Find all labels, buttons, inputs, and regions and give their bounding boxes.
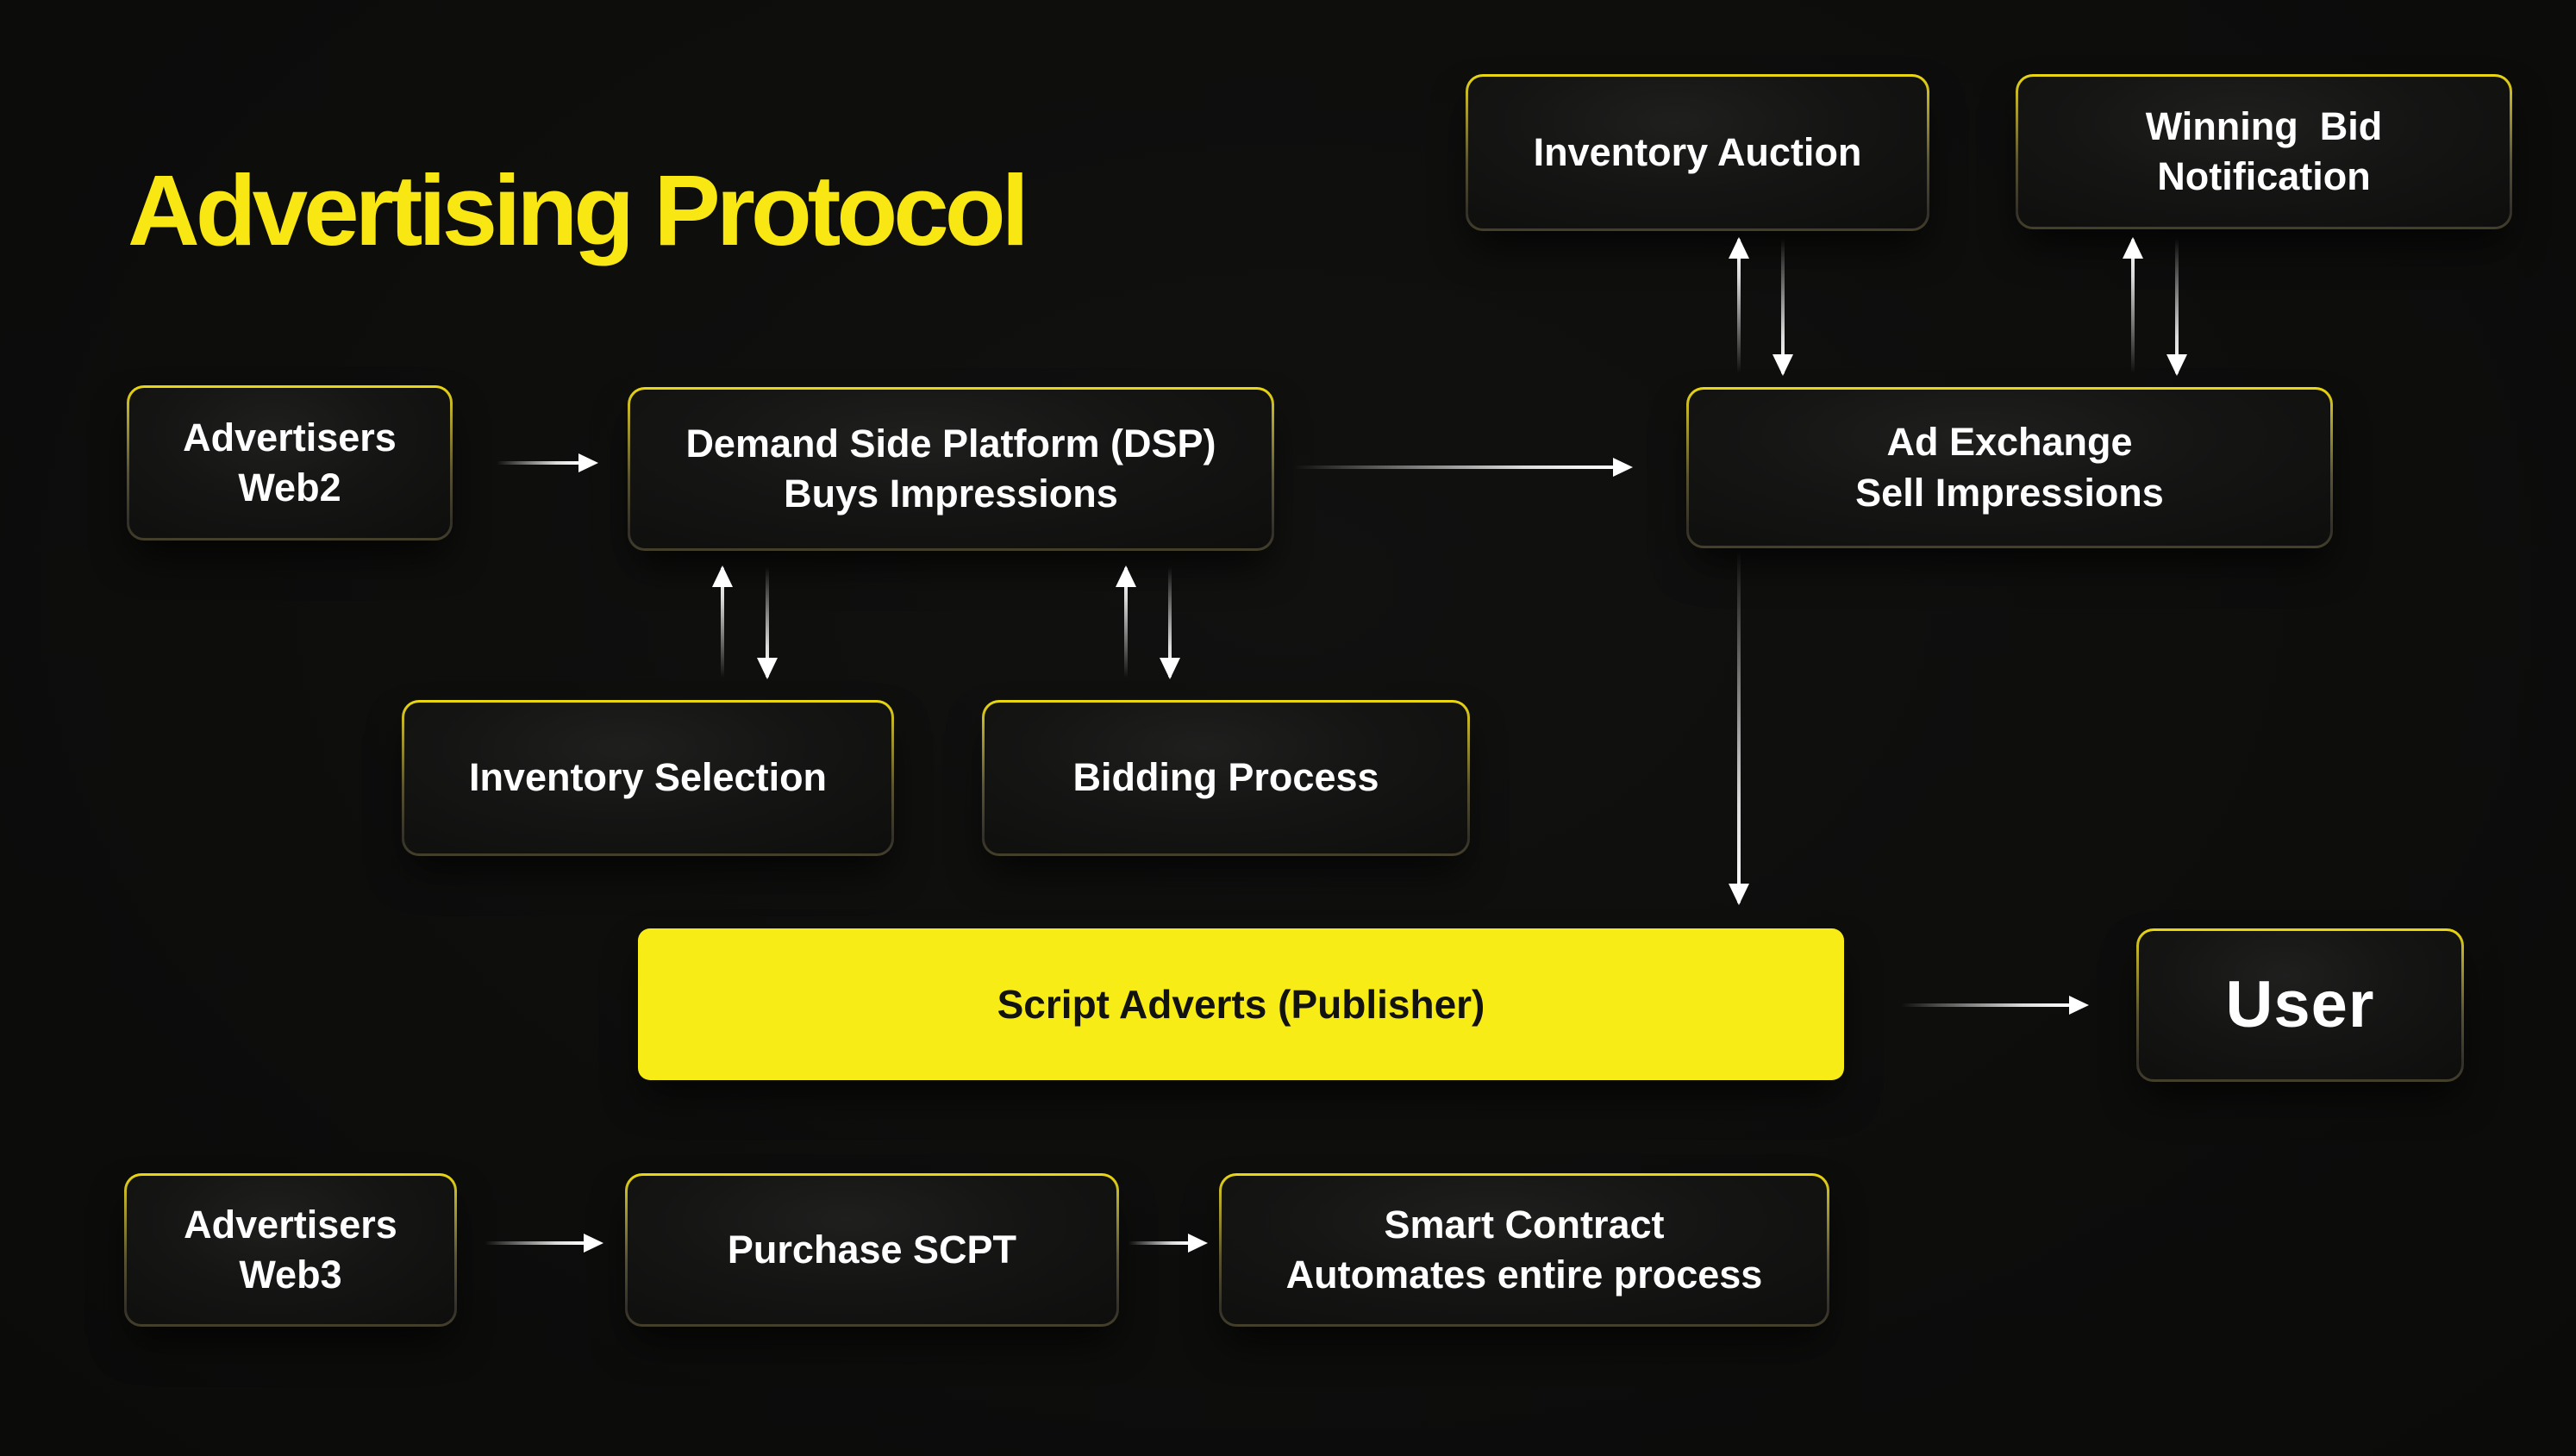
node-winning-bid-notification-surface: Winning Bid Notification — [2018, 77, 2510, 227]
node-smart-contract: Smart Contract Automates entire process — [1219, 1173, 1829, 1327]
arrow-dsp-to-ad-exchange — [1293, 458, 1633, 477]
node-inventory-selection: Inventory Selection — [402, 700, 894, 856]
node-dsp-label: Demand Side Platform (DSP) Buys Impressi… — [685, 421, 1216, 516]
node-advertisers-web2-surface: Advertisers Web2 — [129, 388, 450, 538]
arrowhead-right-icon — [578, 453, 598, 472]
arrow-dsp-down-to-bidding-process — [1160, 567, 1180, 679]
node-purchase-scpt: Purchase SCPT — [625, 1173, 1119, 1327]
arrowhead-up-icon — [2123, 237, 2143, 259]
arrow-inventory-selection-up-to-dsp — [712, 566, 733, 678]
arrowhead-down-icon — [757, 658, 778, 679]
arrowhead-up-icon — [1116, 566, 1136, 587]
node-advertisers-web3-surface: Advertisers Web3 — [127, 1176, 454, 1324]
arrow-bidding-process-up-to-dsp — [1116, 566, 1136, 678]
page-title: Advertising Protocol — [128, 154, 1029, 266]
arrowhead-right-icon — [1613, 458, 1633, 477]
node-inventory-selection-surface: Inventory Selection — [404, 703, 891, 853]
arrow-winning-bid-down-to-ad-exchange — [2166, 239, 2187, 376]
node-advertisers-web3-label: Advertisers Web3 — [184, 1202, 397, 1297]
node-inventory-selection-label: Inventory Selection — [468, 755, 828, 800]
arrow-purchase-scpt-to-smart-contract — [1129, 1234, 1208, 1253]
node-script-adverts-publisher-label: Script Adverts (Publisher) — [997, 982, 1485, 1027]
arrow-ad-exchange-up-to-winning-bid — [2123, 237, 2143, 373]
node-inventory-auction-label: Inventory Auction — [1533, 129, 1862, 174]
node-user-surface: User — [2139, 931, 2461, 1079]
arrowhead-right-icon — [584, 1234, 603, 1253]
node-advertisers-web3: Advertisers Web3 — [124, 1173, 457, 1327]
node-inventory-auction: Inventory Auction — [1466, 74, 1929, 231]
arrowhead-down-icon — [1773, 354, 1793, 376]
node-script-adverts-publisher: Script Adverts (Publisher) — [638, 928, 1844, 1080]
node-inventory-auction-surface: Inventory Auction — [1468, 77, 1927, 228]
node-bidding-process: Bidding Process — [982, 700, 1470, 856]
node-user: User — [2136, 928, 2464, 1082]
node-purchase-scpt-surface: Purchase SCPT — [628, 1176, 1116, 1324]
arrow-web3-to-purchase-scpt — [485, 1234, 603, 1253]
arrowhead-down-icon — [1160, 658, 1180, 679]
node-advertisers-web2-label: Advertisers Web2 — [183, 415, 397, 510]
node-user-label: User — [2225, 967, 2375, 1041]
node-bidding-process-surface: Bidding Process — [985, 703, 1467, 853]
node-purchase-scpt-label: Purchase SCPT — [727, 1227, 1017, 1272]
arrow-ad-exchange-down-to-script-adverts — [1729, 552, 1749, 905]
node-winning-bid-notification-label: Winning Bid Notification — [2145, 103, 2383, 199]
node-advertisers-web2: Advertisers Web2 — [127, 385, 453, 541]
node-ad-exchange-label: Ad Exchange Sell Impressions — [1855, 420, 2164, 515]
node-smart-contract-surface: Smart Contract Automates entire process — [1222, 1176, 1827, 1324]
arrow-dsp-down-to-inventory-selection — [757, 567, 778, 679]
node-dsp-surface: Demand Side Platform (DSP) Buys Impressi… — [630, 390, 1272, 548]
node-ad-exchange-surface: Ad Exchange Sell Impressions — [1689, 390, 2330, 546]
arrow-web2-to-dsp — [497, 453, 598, 472]
node-ad-exchange: Ad Exchange Sell Impressions — [1686, 387, 2333, 548]
arrowhead-right-icon — [1188, 1234, 1208, 1253]
arrowhead-up-icon — [712, 566, 733, 587]
arrowhead-up-icon — [1729, 237, 1749, 259]
arrowhead-right-icon — [2069, 996, 2089, 1015]
arrow-script-adverts-to-user — [1901, 996, 2089, 1015]
node-bidding-process-label: Bidding Process — [1072, 755, 1379, 800]
arrow-ad-exchange-up-to-inventory-auction — [1729, 237, 1749, 373]
node-dsp: Demand Side Platform (DSP) Buys Impressi… — [628, 387, 1274, 551]
node-smart-contract-label: Smart Contract Automates entire process — [1285, 1202, 1763, 1297]
arrowhead-down-icon — [2166, 354, 2187, 376]
arrow-inventory-auction-down-to-ad-exchange — [1773, 239, 1793, 376]
node-winning-bid-notification: Winning Bid Notification — [2016, 74, 2512, 229]
arrowhead-down-icon — [1729, 884, 1749, 905]
